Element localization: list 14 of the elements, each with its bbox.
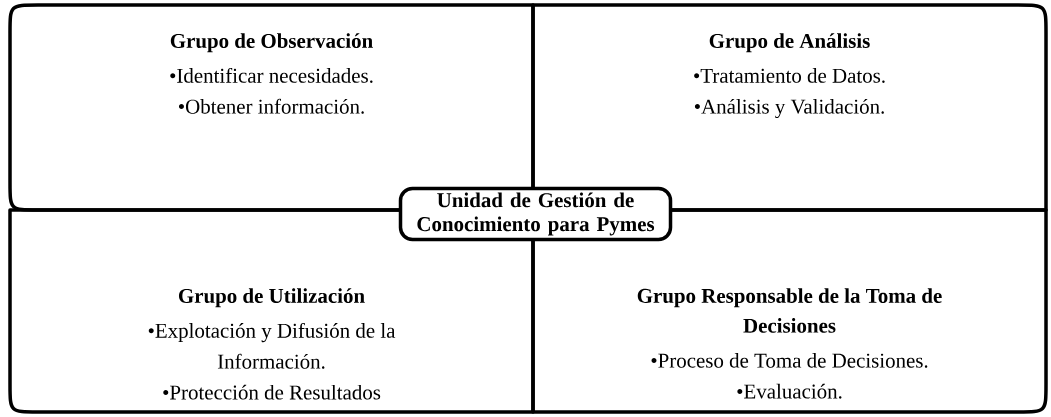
bullet-item: •Explotación y Difusión de la Información. bbox=[148, 322, 396, 369]
bullet-item: •Identificar necesidades. bbox=[170, 67, 373, 83]
bullet-item: •Análisis y Validación. bbox=[694, 98, 884, 118]
heading: Grupo de Observación bbox=[170, 33, 373, 53]
bullet-item: •Protección de Resultados bbox=[163, 384, 381, 400]
heading: Grupo Responsable de la Toma de Decisiones bbox=[637, 288, 942, 333]
heading: Grupo de Análisis bbox=[709, 33, 870, 53]
bullet-item: •Evaluación. bbox=[737, 383, 842, 399]
bullet-item: •Tratamiento de Datos. bbox=[694, 68, 885, 83]
heading: Grupo de Utilización bbox=[178, 288, 365, 308]
bullet-item: •Proceso de Toma de Decisiones. bbox=[651, 353, 928, 368]
center-box: Unidad de Gestión de Conocimiento para Pymes bbox=[398, 186, 673, 242]
bullet-item: •Obtener información. bbox=[178, 98, 364, 114]
quadrant-panel bbox=[531, 3, 1048, 212]
